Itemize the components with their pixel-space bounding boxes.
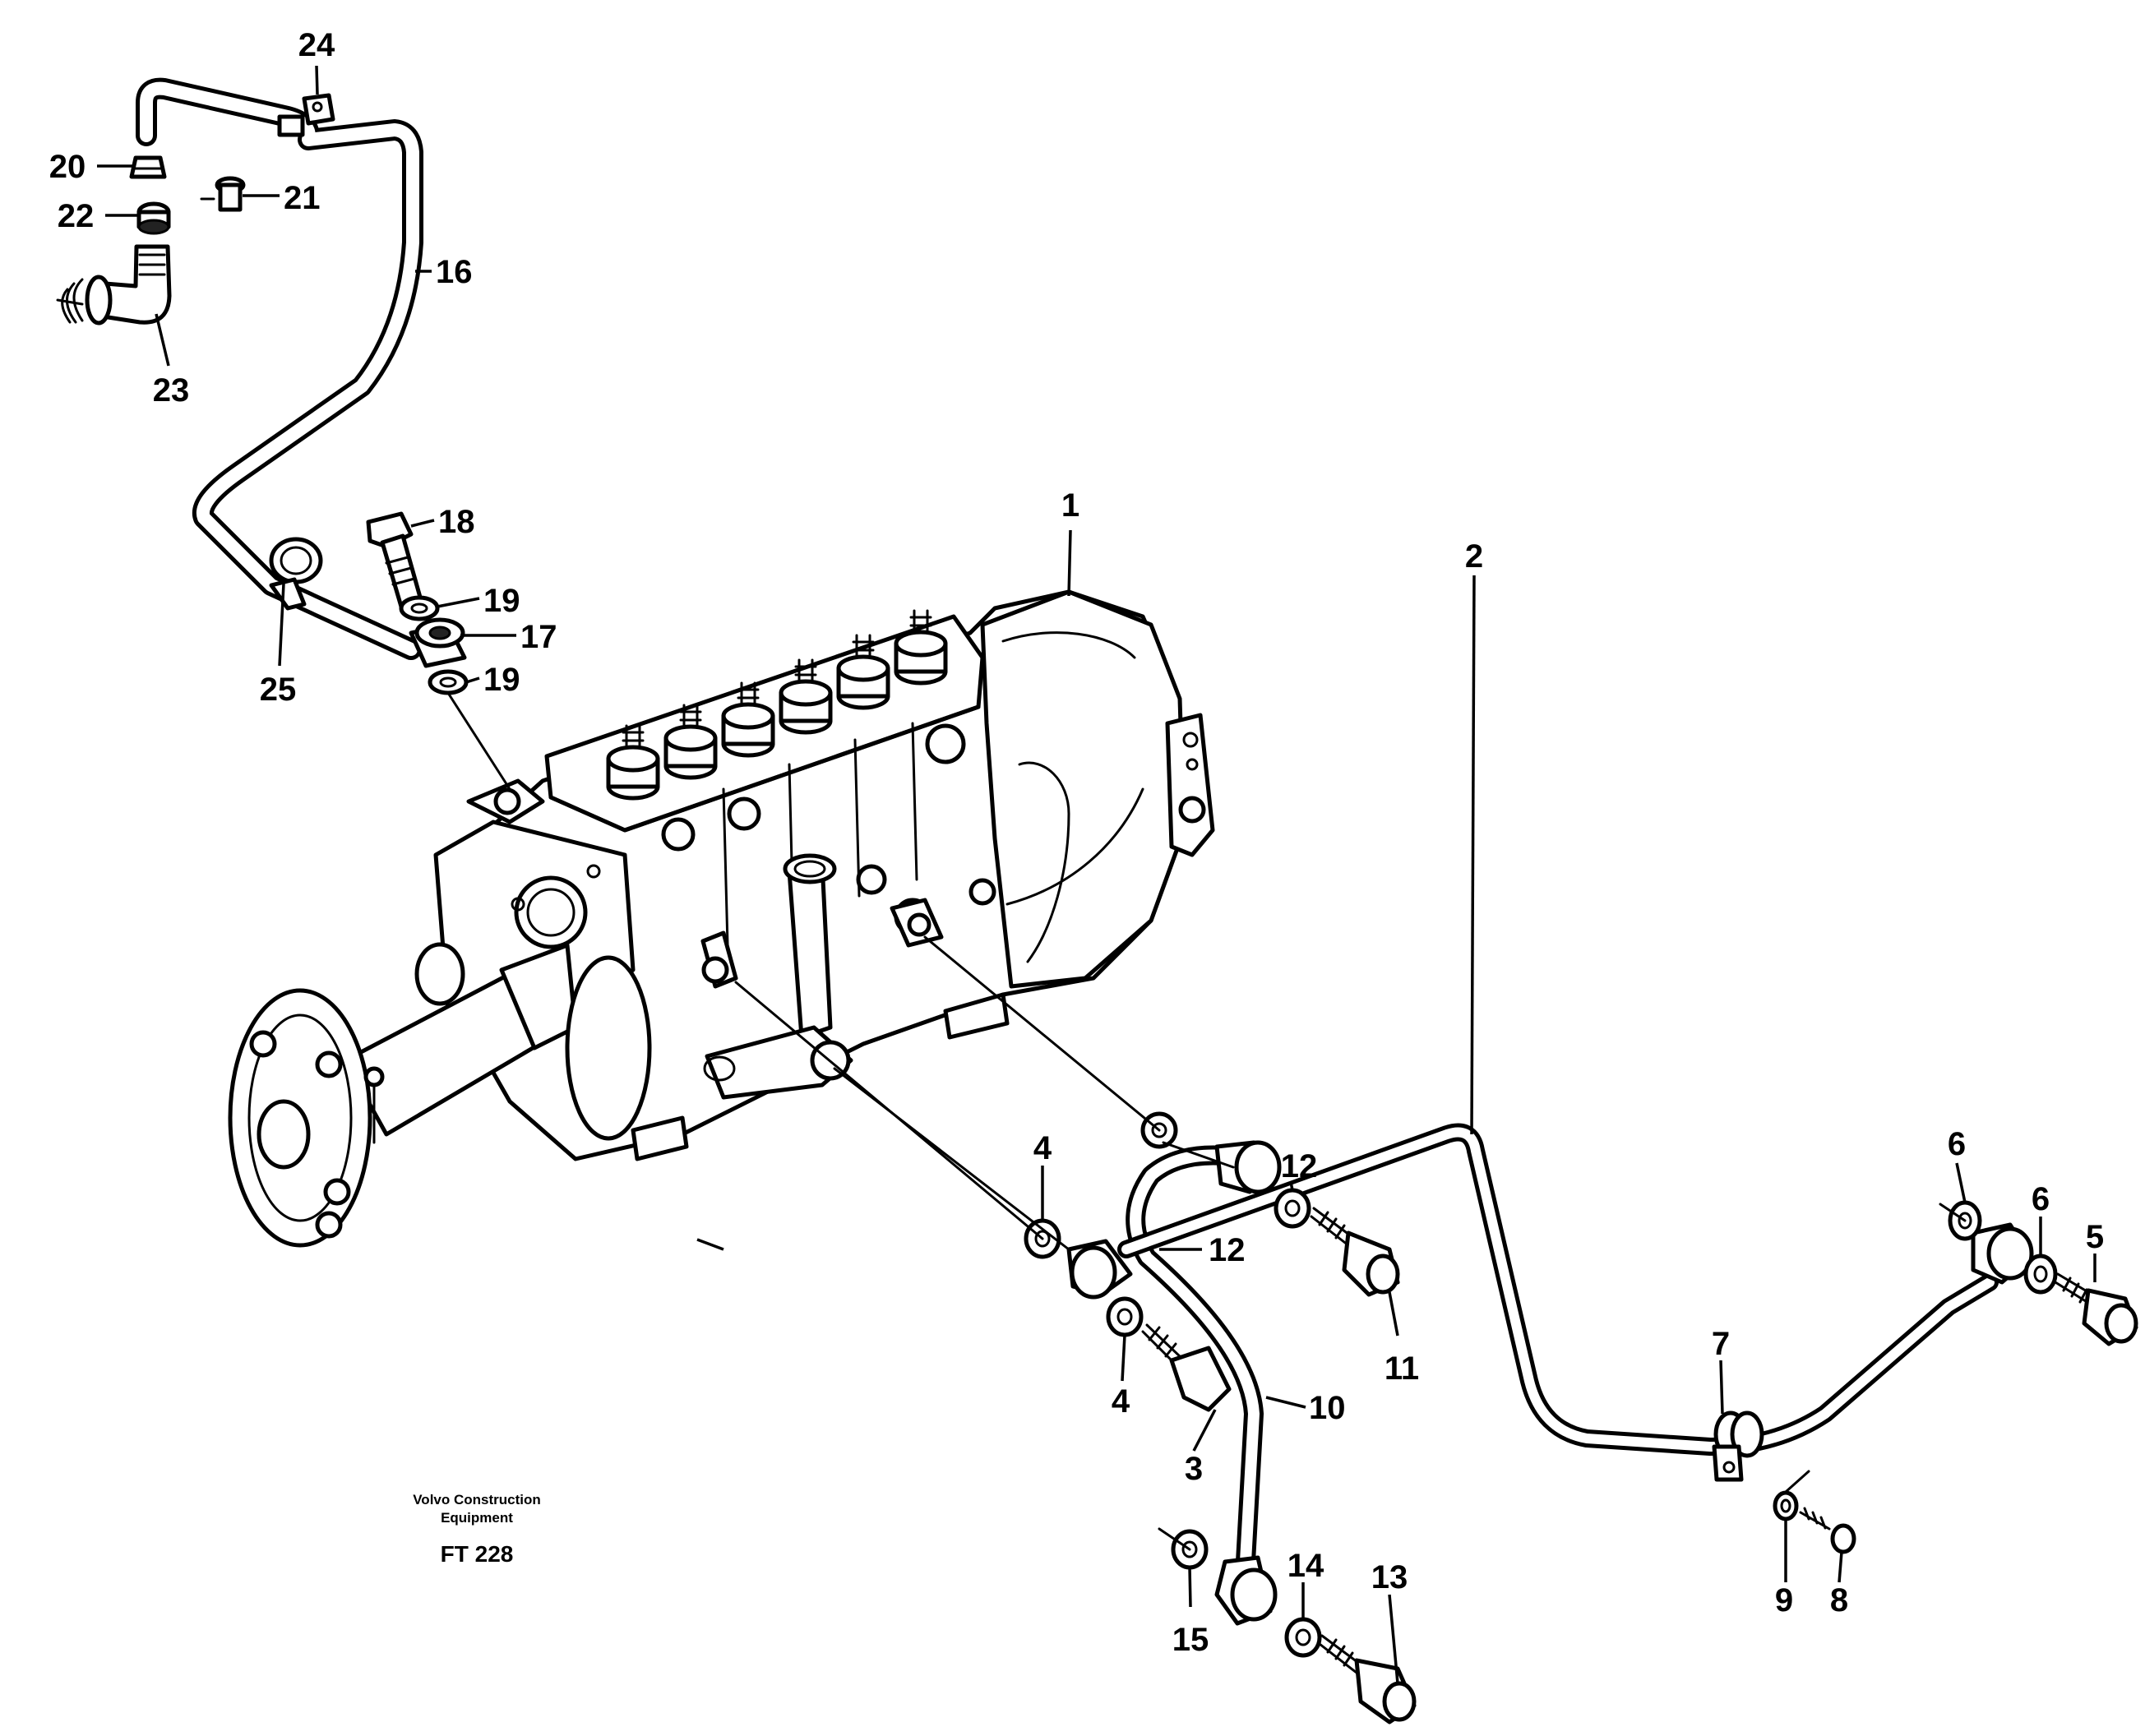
callout-6a: 6 <box>1948 1126 1966 1162</box>
banjo-bolt-3 <box>1141 1323 1232 1412</box>
callout-17: 17 <box>520 619 557 655</box>
pipe-2 <box>1066 1123 2034 1456</box>
clip-7 <box>1712 1410 1764 1482</box>
washer-19-upper <box>399 595 440 621</box>
washer-4-lower <box>1106 1296 1144 1337</box>
washer-14 <box>1284 1617 1322 1658</box>
drive-flange <box>228 943 652 1248</box>
callout-9: 9 <box>1775 1582 1793 1618</box>
callout-25: 25 <box>260 672 297 708</box>
banjo-bolt-18 <box>366 511 423 609</box>
callout-3: 3 <box>1185 1451 1203 1487</box>
callout-21: 21 <box>284 180 321 216</box>
callout-4a: 4 <box>1033 1130 1052 1166</box>
leak-off-pipe-16 <box>136 77 423 660</box>
callout-20: 20 <box>49 149 86 185</box>
callout-1: 1 <box>1061 487 1079 524</box>
callout-18: 18 <box>438 504 475 540</box>
callout-14: 14 <box>1287 1548 1324 1584</box>
callout-19a: 19 <box>483 583 520 619</box>
leader-lines <box>97 65 2096 1684</box>
callout-16: 16 <box>436 254 473 290</box>
delivery-valve-holders <box>606 609 948 801</box>
nut-9 <box>1773 1490 1799 1521</box>
callout-23: 23 <box>153 372 190 409</box>
assembly-axis-17 <box>446 691 511 791</box>
valve-21 <box>200 176 246 212</box>
nut-20 <box>129 155 167 179</box>
figure-caption: Volvo Construction Equipment FT 228 <box>413 1492 541 1567</box>
callout-24: 24 <box>298 27 335 63</box>
callout-19b: 19 <box>483 662 520 698</box>
callout-2: 2 <box>1465 538 1483 575</box>
callout-12a: 12 <box>1209 1232 1246 1268</box>
washer-19-lower <box>428 669 469 695</box>
callout-8: 8 <box>1830 1582 1848 1618</box>
callout-10: 10 <box>1309 1390 1346 1426</box>
callout-4b: 4 <box>1112 1383 1130 1420</box>
company-name-line1: Volvo Construction <box>413 1492 541 1507</box>
pipe-10 <box>1126 1140 1282 1626</box>
sleeve-22 <box>136 201 171 235</box>
assembly-axes <box>56 298 1967 1551</box>
callout-13: 13 <box>1371 1559 1408 1595</box>
callout-15: 15 <box>1172 1622 1209 1658</box>
company-name-line2: Equipment <box>441 1510 513 1526</box>
callout-labels: 1 2 3 4 4 5 6 6 7 8 9 10 11 12 12 13 14 … <box>49 27 2104 1658</box>
screw-8 <box>1799 1507 1856 1554</box>
banjo-bolt-11 <box>1310 1207 1400 1297</box>
banjo-17 <box>409 617 467 668</box>
figure-id: FT 228 <box>441 1541 514 1567</box>
washer-6-right <box>2023 1254 2058 1295</box>
callout-6b: 6 <box>2032 1181 2050 1217</box>
injection-pump <box>414 589 1215 1161</box>
washer-12-lower <box>1274 1188 1311 1229</box>
callout-5: 5 <box>2086 1219 2104 1255</box>
banjo-bolt-13 <box>1318 1634 1417 1724</box>
callout-22: 22 <box>58 198 95 234</box>
callout-11: 11 <box>1385 1350 1419 1387</box>
banjo-bolt-5 <box>2054 1272 2138 1346</box>
elbow-23 <box>61 244 172 326</box>
callout-7: 7 <box>1712 1326 1730 1362</box>
callout-12b: 12 <box>1281 1148 1318 1184</box>
